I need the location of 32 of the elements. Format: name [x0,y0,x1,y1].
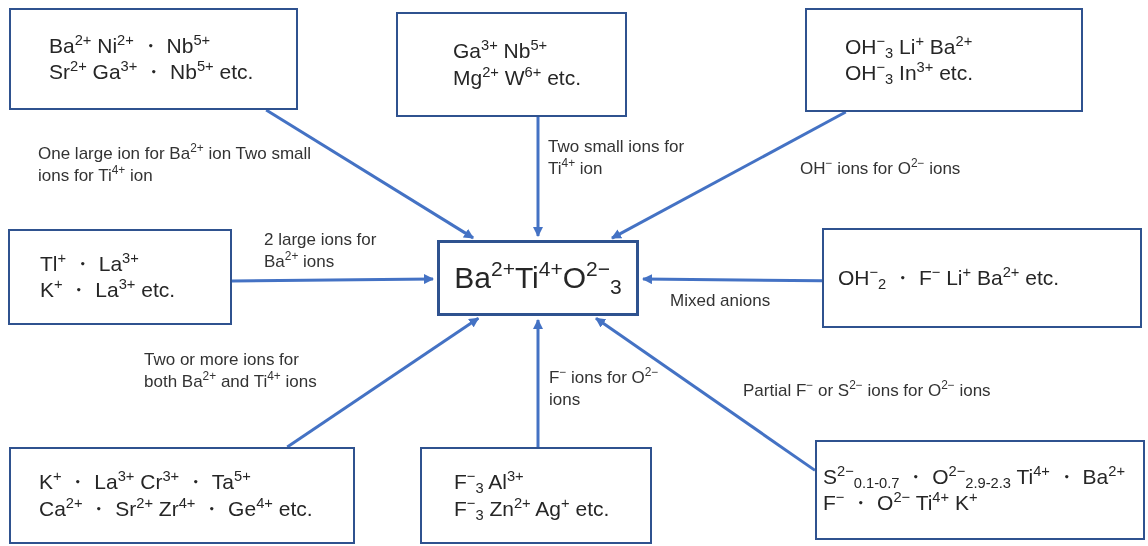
ion-box [815,440,1145,540]
arrow [533,319,543,447]
formula-text: K$^{+}$ ・ La$^{3+}$ Cr$^{3+}$ ・ Ta$^{5+}$ [39,469,251,496]
formula-text: Ba$^{2+}$ Ni$^{2+}$ ・ Nb$^{5+}$ [49,32,211,59]
formula-text: Ga$^{3+}$ Nb$^{5+}$ [453,38,548,65]
formula-text: F$^{−}$ ・ O$^{2−}$ Ti$^{4+}$ K$^{+}$ [823,490,978,516]
ion-box [822,228,1142,328]
ion-box [420,447,652,544]
arrow [286,317,480,449]
formula-text: Ca$^{2+}$ ・ Sr$^{2+}$ Zr$^{4+}$ ・ Ge$^{4+}$ etc. [39,495,313,522]
arrow [642,274,822,285]
ion-box [805,8,1083,112]
formula-text: F$^{−}$$_{3}$ Al$^{3+}$ [454,469,524,496]
formula-text: OH$^{−}$$_{3}$ In$^{3+}$ etc. [845,60,974,87]
formula-text: OH$^{−}$$_{3}$ Li$^{+}$ Ba$^{2+}$ [845,33,973,60]
arrow [265,108,474,240]
formula-text: Sr$^{2+}$ Ga$^{3+}$ ・ Nb$^{5+}$ etc. [49,59,254,85]
formula-text: S$^{2−}$$_{0.1-0.7}$ ・ O$^{2−}$$_{2.9-2.3}$ Ti$^{4+}$ ・ Ba$^{2+}$ [823,463,1126,490]
formula-text: F$^{−}$$_{3}$ Zn$^{2+}$ Ag$^{+}$ etc. [454,495,610,522]
formula-text: Mg$^{2+}$ W$^{6+}$ etc. [453,64,582,91]
ion-box [8,229,232,325]
arrow [595,317,816,472]
arrow [533,117,543,237]
ion-box [9,8,298,110]
ion-box [396,12,627,117]
ion-box [9,447,355,544]
arrow [232,274,434,285]
formula-text: K$^{+}$ ・ La$^{3+}$ etc. [40,277,176,303]
formula-text: OH$^{−}$$_{2}$ ・ F$^{−}$ Li$^{+}$ Ba$^{2+}$ etc. [838,264,1060,292]
formula-box [437,240,639,316]
formula-text: Tl$^{+}$ ・ La$^{3+}$ [40,250,139,277]
arrow [611,110,847,240]
